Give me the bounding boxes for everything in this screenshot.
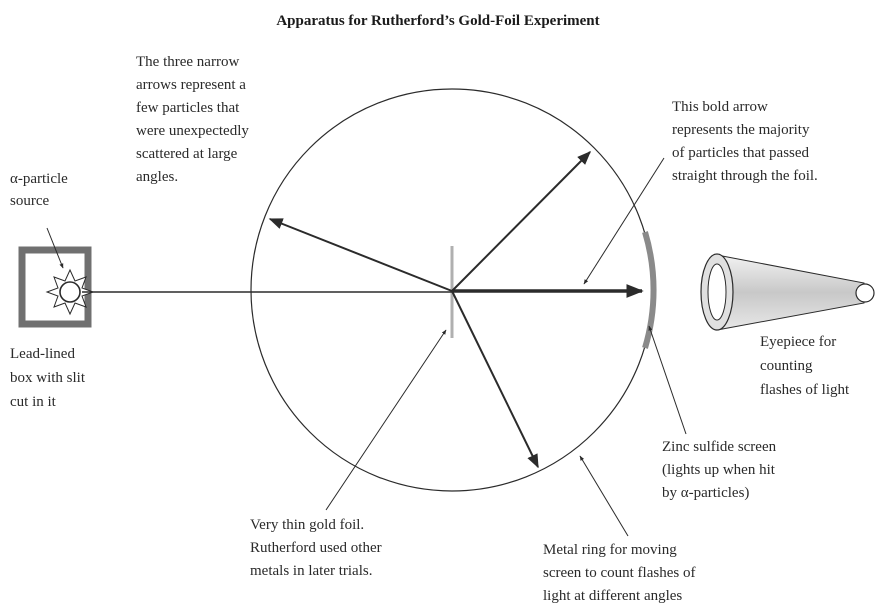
scattered-arrow-upper-right — [452, 152, 590, 291]
pointer-zinc-screen — [649, 326, 686, 434]
pointer-gold-foil — [326, 330, 446, 510]
label-eyepiece: Eyepiece for counting flashes of light — [760, 334, 850, 398]
scattered-arrow-lower-right — [452, 291, 538, 467]
label-zinc-screen: Zinc sulfide screen (lights up when hit … — [662, 439, 780, 501]
eyepiece-icon — [701, 254, 874, 330]
label-source: α-particle source — [10, 171, 72, 209]
pointer-metal-ring — [580, 456, 628, 536]
diagram-title: Apparatus for Rutherford’s Gold-Foil Exp… — [276, 13, 599, 29]
label-metal-ring: Metal ring for moving screen to count fl… — [543, 542, 699, 604]
zinc-sulfide-screen — [645, 232, 654, 348]
label-bold-arrow: This bold arrow represents the majority … — [672, 99, 818, 184]
label-narrow-arrows: The three narrow arrows represent a few … — [136, 54, 253, 185]
label-lead-box: Lead-lined box with slit cut in it — [10, 346, 89, 410]
label-gold-foil: Very thin gold foil. Rutherford used oth… — [250, 517, 385, 579]
scattered-arrow-upper-left — [270, 219, 452, 291]
